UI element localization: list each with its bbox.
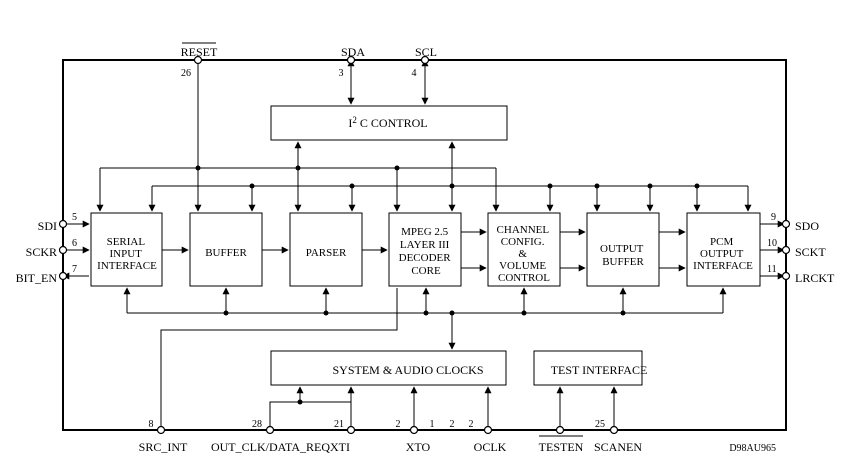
i2c-control-block — [270, 105, 508, 141]
sda-pin-num: 3 — [339, 68, 344, 79]
bit-en-pin-num: 7 — [72, 264, 77, 275]
test-interface-block — [533, 350, 643, 386]
lrckt-pin-num: 11 — [767, 264, 777, 275]
sdi-pin-name: SDI — [38, 219, 57, 233]
decoder-block — [388, 212, 462, 287]
system-audio-clocks-label: SYSTEM & AUDIO CLOCKS — [332, 363, 483, 377]
gnd-num-1: 2 — [396, 419, 401, 430]
xti-pin-num: 21 — [334, 419, 344, 430]
reset-pin-num: 26 — [181, 68, 191, 79]
sdo-pin-num: 9 — [771, 212, 776, 223]
out-clk-pin-num: 28 — [252, 419, 262, 430]
channel-block — [487, 212, 561, 287]
scanen-pin-num: 25 — [595, 419, 605, 430]
reset-pin-name: RESET — [181, 45, 218, 59]
sckr-pin-name: SCKR — [26, 245, 57, 259]
sda-pin-name: SDA — [341, 45, 365, 59]
pcm-output-label: PCM OUTPUT INTERFACE — [693, 236, 753, 272]
out-clk-pin-name: OUT_CLK/DATA_REQ — [211, 440, 330, 454]
src-int-pin-num: 8 — [149, 419, 154, 430]
scanen-pin-name: SCANEN — [594, 440, 642, 454]
test-interface-label: TEST INTERFACE — [551, 363, 648, 377]
src-int-pin-name: SRC_INT — [139, 440, 188, 454]
gnd-num-2: 2 — [450, 419, 455, 430]
oclk-pin-num: 2 — [469, 419, 474, 430]
sdo-pin-name: SDO — [795, 219, 819, 233]
junction-dots — [195, 165, 700, 405]
serial-input-label: SERIAL INPUT INTERFACE — [97, 236, 157, 272]
channel-label: CHANNEL CONFIG. & VOLUME CONTROL — [497, 224, 552, 284]
output-buffer-label: OUTPUT BUFFER — [600, 243, 646, 268]
sdi-pin-num: 5 — [72, 212, 77, 223]
lrckt-pin-name: LRCKT — [795, 271, 835, 285]
system-audio-clocks-block — [270, 350, 507, 386]
xto-pin-num: 1 — [430, 419, 435, 430]
testen-pin-name: TESTEN — [539, 440, 584, 454]
sckt-pin-num: 10 — [767, 238, 777, 249]
sckt-pin-name: SCKT — [795, 245, 826, 259]
pin-terminals — [58, 55, 791, 435]
scl-pin-name: SCL — [415, 45, 437, 59]
output-buffer-block — [586, 212, 660, 287]
decoder-label: MPEG 2.5 LAYER III DECODER CORE — [399, 226, 454, 277]
sckr-pin-num: 6 — [72, 238, 77, 249]
figure-code: D98AU965 — [729, 443, 776, 454]
xti-pin-name: XTI — [330, 440, 350, 454]
pcm-output-block — [686, 212, 761, 287]
bit-en-pin-name: BIT_EN — [16, 271, 58, 285]
scl-pin-num: 4 — [412, 68, 417, 79]
xto-pin-name: XTO — [406, 440, 431, 454]
buffer-label: BUFFER — [205, 247, 247, 259]
oclk-pin-name: OCLK — [474, 440, 507, 454]
parser-block — [289, 212, 363, 287]
parser-label: PARSER — [306, 247, 347, 259]
serial-input-block — [90, 212, 163, 287]
